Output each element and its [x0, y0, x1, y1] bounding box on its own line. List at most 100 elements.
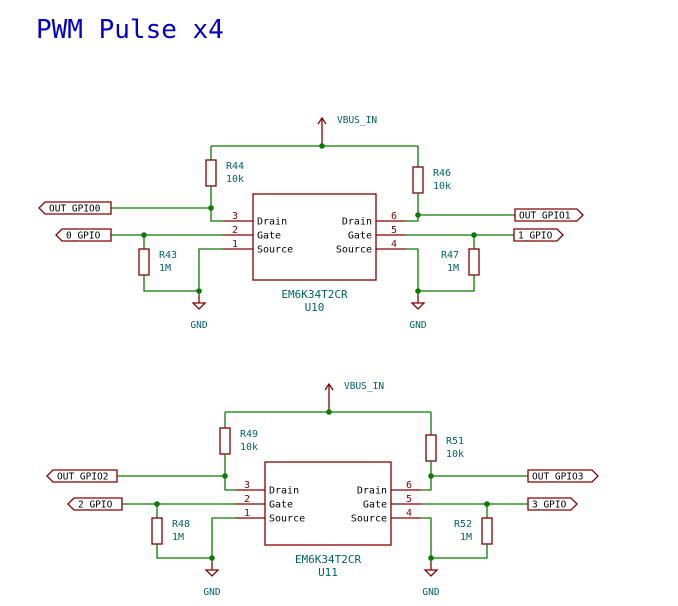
gate-resistor-left — [138, 248, 150, 276]
pin-number: 6 — [391, 211, 397, 222]
out-label-right-text: OUT_GPIO3 — [532, 472, 583, 483]
resistor-value: 1M — [460, 532, 472, 543]
out-label-right: OUT_GPIO3 — [527, 469, 599, 483]
ground-symbol: GND — [409, 295, 427, 331]
ground-symbol: GND — [190, 295, 208, 331]
pullup-resistor-right — [425, 434, 437, 462]
chip-body — [252, 193, 377, 281]
pullup-resistor-right — [412, 166, 424, 194]
in-label-right: 3_GPIO — [527, 497, 578, 511]
pin-number: 4 — [391, 239, 397, 250]
wire — [406, 193, 419, 222]
resistor-value: 10k — [433, 181, 451, 192]
resistor-ref: R49 — [240, 429, 258, 440]
wire — [156, 544, 212, 559]
in-label-left: 2_GPIO — [67, 497, 123, 511]
pullup-resistor-left — [219, 427, 231, 455]
vbus-symbol: VBUS_IN — [317, 115, 377, 146]
pin-number: 5 — [406, 494, 412, 505]
pin-number: 3 — [232, 211, 238, 222]
ground-symbol: GND — [422, 562, 440, 598]
schematic-blocks: 321654DrainGateSourceDrainGateSourceEM6K… — [38, 115, 599, 598]
pin-name-source: Source — [269, 514, 305, 525]
in-label-right-text: 1_GPIO — [518, 231, 553, 242]
out-label-right-text: OUT_GPIO1 — [519, 211, 571, 222]
pin-number: 5 — [391, 225, 397, 236]
junction-dot — [209, 555, 215, 561]
chip-reference: U11 — [318, 566, 338, 579]
junction-dot — [415, 212, 421, 218]
junction-dot — [326, 409, 332, 415]
wire — [406, 248, 419, 295]
pin-number: 6 — [406, 480, 412, 491]
resistor-ref: R51 — [446, 436, 464, 447]
pin-name-drain: Drain — [269, 486, 299, 497]
resistor-ref: R47 — [441, 250, 459, 261]
out-label-left: OUT_GPIO0 — [38, 201, 112, 215]
pin-name-gate: Gate — [269, 500, 293, 511]
resistor-value: 10k — [240, 442, 258, 453]
junction-dot — [319, 143, 325, 149]
in-label-right: 1_GPIO — [513, 228, 564, 242]
junction-dot — [428, 555, 434, 561]
vbus-label: VBUS_IN — [337, 115, 377, 126]
pin-number: 1 — [244, 508, 250, 519]
pin-number: 3 — [244, 480, 250, 491]
in-label-left: 0_GPIO — [55, 228, 112, 242]
resistor-ref: R48 — [172, 519, 190, 530]
junction-dot — [208, 205, 214, 211]
resistor-ref: R52 — [454, 519, 472, 530]
wire — [210, 186, 223, 222]
in-label-left-text: 0_GPIO — [66, 231, 101, 242]
pin-name-source: Source — [257, 245, 293, 256]
out-label-left-text: OUT_GPIO0 — [49, 204, 101, 215]
out-label-right: OUT_GPIO1 — [514, 208, 584, 222]
wire — [198, 248, 223, 295]
pin-number: 4 — [406, 508, 412, 519]
resistor-value: 1M — [447, 263, 459, 274]
gnd-label: GND — [190, 320, 207, 331]
resistor-ref: R46 — [433, 168, 451, 179]
chip-part-number: EM6K34T2CR — [281, 288, 348, 301]
gate-resistor-left — [151, 517, 163, 545]
gnd-label: GND — [409, 320, 426, 331]
wire — [431, 544, 488, 559]
vbus-label: VBUS_IN — [344, 381, 384, 392]
wire — [421, 517, 432, 562]
gate-resistor-right — [468, 248, 480, 276]
sheet-title: PWM Pulse x4 — [36, 15, 224, 45]
pin-number: 1 — [232, 239, 238, 250]
pin-name-source: Source — [351, 514, 387, 525]
ground-symbol: GND — [203, 562, 221, 598]
resistor-ref: R43 — [159, 250, 177, 261]
out-label-left: OUT_GPIO2 — [46, 469, 118, 483]
wire — [418, 275, 475, 292]
wire — [224, 454, 235, 491]
gate-resistor-right — [481, 517, 493, 545]
junction-dot — [415, 288, 421, 294]
resistor-value: 1M — [172, 532, 184, 543]
pin-name-gate: Gate — [348, 231, 372, 242]
out-label-left-text: OUT_GPIO2 — [57, 472, 108, 483]
resistor-ref: R44 — [226, 161, 244, 172]
resistor-value: 10k — [446, 449, 464, 460]
gnd-label: GND — [422, 587, 439, 598]
wire — [143, 275, 199, 292]
chip-part-number: EM6K34T2CR — [295, 553, 362, 566]
junction-dot — [196, 288, 202, 294]
in-label-right-text: 3_GPIO — [532, 500, 567, 511]
pin-number: 2 — [244, 494, 250, 505]
resistor-value: 1M — [159, 263, 171, 274]
wire — [211, 517, 235, 562]
pin-name-drain: Drain — [257, 217, 287, 228]
junction-dot — [222, 473, 228, 479]
pin-name-source: Source — [336, 245, 372, 256]
chip-reference: U10 — [305, 301, 325, 314]
resistor-value: 10k — [226, 174, 244, 185]
pin-name-drain: Drain — [357, 486, 387, 497]
wire — [421, 461, 432, 491]
gnd-label: GND — [203, 587, 220, 598]
pullup-resistor-left — [205, 159, 217, 187]
in-label-left-text: 2_GPIO — [78, 500, 113, 511]
